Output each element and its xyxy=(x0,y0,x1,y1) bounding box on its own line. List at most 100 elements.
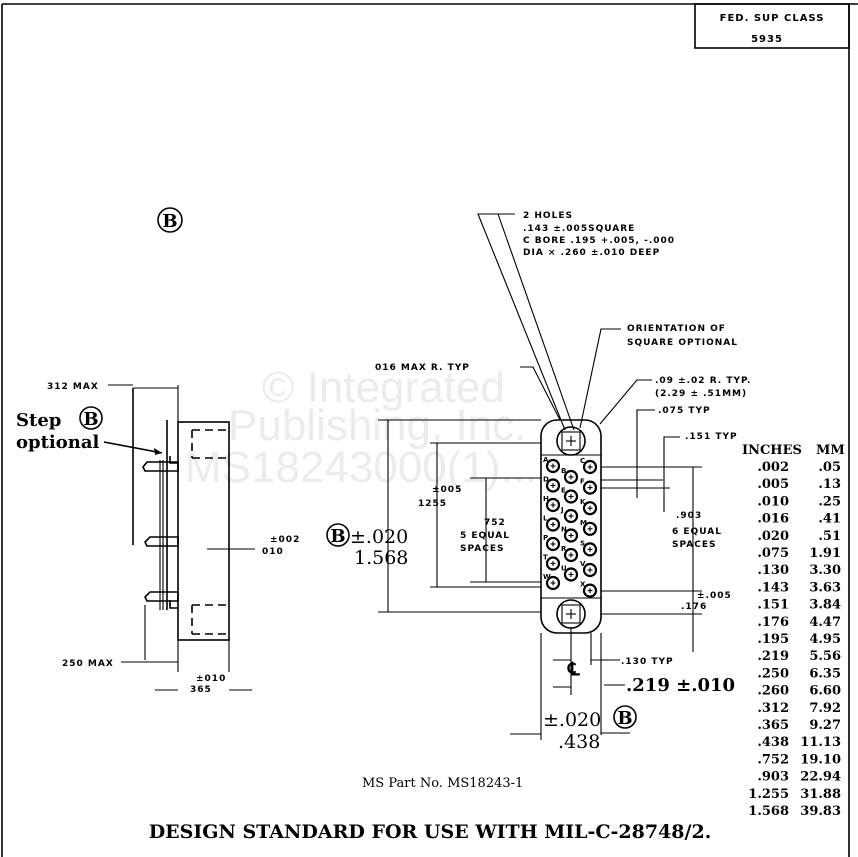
table-cell-inches: 1.255 xyxy=(748,787,789,802)
pin-label: D xyxy=(543,476,549,484)
table-cell-inches: .195 xyxy=(757,632,789,647)
pin-label: R xyxy=(561,545,567,553)
table-cell-inches: .312 xyxy=(757,701,789,716)
pin-s: S xyxy=(580,539,598,557)
revision-marker-b: B xyxy=(157,207,183,233)
dim-250-max: 250 MAX xyxy=(62,659,114,669)
part-number: MS Part No. MS18243-1 xyxy=(362,776,523,791)
row-b-desc-2: SPACES xyxy=(672,540,716,550)
table-cell-inches: .176 xyxy=(757,615,789,630)
table-cell-mm: .51 xyxy=(818,529,841,544)
table-cell-mm: .05 xyxy=(818,460,841,475)
spacing-075-callout: .075 TYP xyxy=(658,406,711,416)
table-row: .312 7.92 xyxy=(757,701,841,716)
table-cell-mm: 4.47 xyxy=(809,615,841,630)
two-holes-line-3: C BORE .195 +.005, -.000 xyxy=(523,236,675,246)
width-value: .438 xyxy=(558,731,600,753)
pin-label: S xyxy=(580,539,585,547)
row-b-desc-1: 6 EQUAL xyxy=(672,527,722,537)
pin-t: T xyxy=(543,554,561,571)
pin-e: E xyxy=(561,487,579,504)
table-cell-inches: .130 xyxy=(757,563,789,578)
table-cell-mm: .13 xyxy=(818,477,841,492)
table-cell-mm: 22.94 xyxy=(800,770,841,785)
table-rows: .002 .05 .005.13 .010.25 .016.41 .020 .51 .075 1… xyxy=(748,460,841,819)
radius-typ-line-2: (2.29 ± .51MM) xyxy=(655,389,747,399)
pin-label: K xyxy=(580,498,586,506)
table-cell-inches: .260 xyxy=(757,684,789,699)
overall-tolerance: ±.020 xyxy=(350,526,408,548)
front-view-dimensions: B ±.020 1.568 ±005 1255 752 5 EQUAL SPAC… xyxy=(326,211,751,753)
table-cell-mm: 1.91 xyxy=(809,546,841,561)
pin-label: C xyxy=(580,457,585,465)
pin-label: U xyxy=(561,565,567,573)
pin-v: V xyxy=(580,560,598,578)
table-cell-inches: .020 xyxy=(757,529,789,544)
pin-label: N xyxy=(561,526,567,534)
row-a-spacing-val: 752 xyxy=(484,518,506,528)
table-cell-inches: .903 xyxy=(757,770,789,785)
table-row: .903 22.94 xyxy=(757,770,841,785)
table-cell-mm: 3.30 xyxy=(809,563,841,578)
pin-label: E xyxy=(561,487,566,495)
pin-label: X xyxy=(580,581,586,589)
end-tolerance: ±.005 xyxy=(697,591,732,601)
table-row: .016.41 xyxy=(757,512,841,527)
table-row: .075 1.91 xyxy=(757,546,841,561)
pin-label: P xyxy=(543,534,548,542)
row-a-desc-2: SPACES xyxy=(460,544,504,554)
row-b-spacing-val: .903 xyxy=(676,511,702,521)
pin-label: A xyxy=(543,456,549,464)
pin-b: B xyxy=(561,467,579,485)
pin-h: H xyxy=(543,495,561,513)
dim-tol-010: ±010 xyxy=(196,674,226,684)
hole-spacing-tol: ±005 xyxy=(432,485,462,495)
fed-sup-class-box: FED. SUP CLASS 5935 xyxy=(694,3,850,49)
pin-a: A xyxy=(543,456,561,474)
table-row: .176 4.47 xyxy=(757,615,841,630)
pin-label: V xyxy=(580,560,586,568)
dim-010: 010 xyxy=(262,547,284,557)
table-cell-mm: 31.88 xyxy=(800,787,841,802)
radius-typ-line-1: .09 ±.02 R. TYP. xyxy=(655,376,751,386)
table-cell-mm: 9.27 xyxy=(809,718,841,733)
width-marker-letter: B xyxy=(617,708,632,729)
table-cell-inches: 1.568 xyxy=(748,804,789,819)
table-row: .005.13 xyxy=(757,477,841,492)
table-row: .010.25 xyxy=(757,494,841,509)
pin-d: D xyxy=(543,476,561,493)
table-cell-mm: 19.10 xyxy=(800,752,841,767)
pin-f: F xyxy=(580,478,598,495)
pin-w: W xyxy=(543,573,561,591)
spacing-130-callout: .130 TYP xyxy=(621,657,674,667)
table-cell-inches: .002 xyxy=(757,460,789,475)
table-cell-mm: 3.63 xyxy=(809,580,841,595)
overall-marker-circle xyxy=(326,523,350,547)
mounting-hole-top xyxy=(556,426,586,456)
corner-radius-callout: 016 MAX R. TYP xyxy=(375,363,470,373)
table-cell-mm: 39.83 xyxy=(800,804,841,819)
step-optional-callout: Step B optional xyxy=(16,406,163,455)
table-header-mm: MM xyxy=(816,443,845,458)
pin-label: T xyxy=(543,554,548,562)
side-view: 312 MAX ±002 010 250 MAX ±010 365 xyxy=(47,382,299,695)
revision-marker-b-letter: B xyxy=(162,211,177,232)
table-row: .020 .51 xyxy=(757,529,841,544)
table-row: .130 3.30 xyxy=(757,563,841,578)
table-cell-inches: .151 xyxy=(757,598,789,613)
table-cell-inches: .075 xyxy=(757,546,789,561)
spacing-151-callout: .151 TYP xyxy=(685,432,738,442)
table-row: .002 .05 xyxy=(757,460,841,475)
orientation-line-2: SQUARE OPTIONAL xyxy=(627,338,738,348)
table-cell-mm: 4.95 xyxy=(809,632,841,647)
table-cell-mm: 7.92 xyxy=(809,701,841,716)
conversion-table: INCHES MM .002.05.005.13.010.25.016.41.0… xyxy=(742,443,845,819)
overall-marker-letter: B xyxy=(330,526,345,547)
pin-label: L xyxy=(543,515,548,523)
